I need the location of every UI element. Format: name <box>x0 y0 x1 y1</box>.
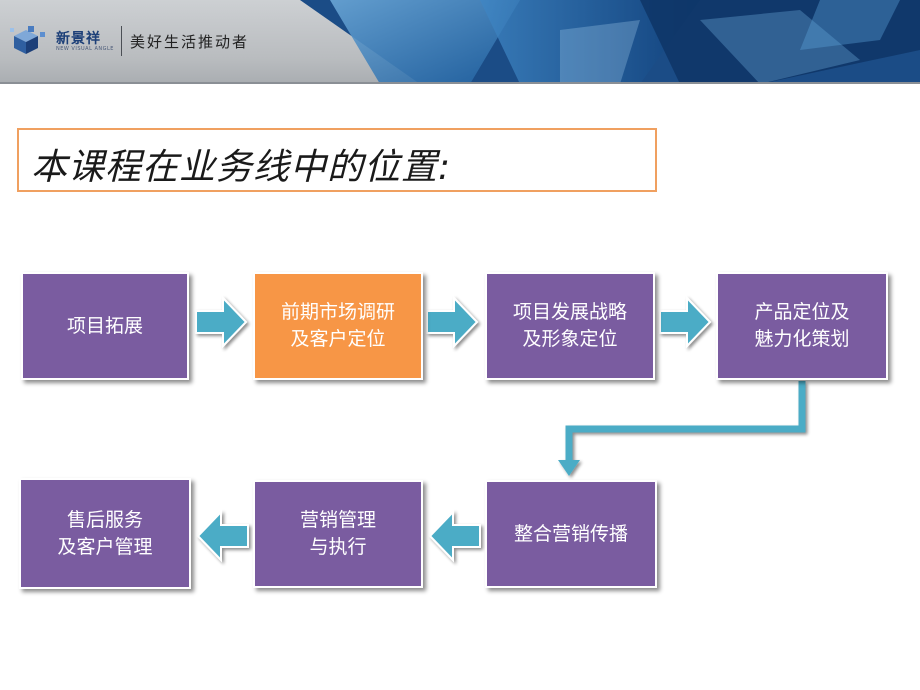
arrow-left-2 <box>196 509 249 563</box>
logo-subtext: NEW VISUAL ANGLE <box>56 46 114 52</box>
arrow-left-1 <box>428 509 481 563</box>
page-title: 本课程在业务线中的位置: <box>31 147 452 188</box>
slogan: 美好生活推动者 <box>130 33 250 51</box>
header-banner: 新景祥 NEW VISUAL ANGLE 美好生活推动者 <box>0 0 920 84</box>
arrow-elbow-down <box>558 381 806 476</box>
step-market-research: 前期市场调研 及客户定位 <box>253 272 423 380</box>
logo-divider <box>121 26 122 56</box>
arrow-right-3 <box>659 295 712 349</box>
step-integrated-marketing: 整合营销传播 <box>485 480 657 588</box>
step-product-positioning: 产品定位及 魅力化策划 <box>716 272 888 380</box>
banner-background <box>0 0 920 84</box>
title-box: 本课程在业务线中的位置: <box>17 128 657 192</box>
step-marketing-management: 营销管理 与执行 <box>253 480 423 588</box>
company-logo: 新景祥 NEW VISUAL ANGLE <box>10 24 120 58</box>
step-after-sales: 售后服务 及客户管理 <box>19 478 191 589</box>
step-development-strategy: 项目发展战略 及形象定位 <box>485 272 655 380</box>
logo-cube-icon <box>10 26 45 54</box>
arrow-right-2 <box>426 295 479 349</box>
step-project-expansion: 项目拓展 <box>21 272 189 380</box>
logo-text: 新景祥 <box>56 31 101 47</box>
arrow-right-1 <box>195 295 248 349</box>
